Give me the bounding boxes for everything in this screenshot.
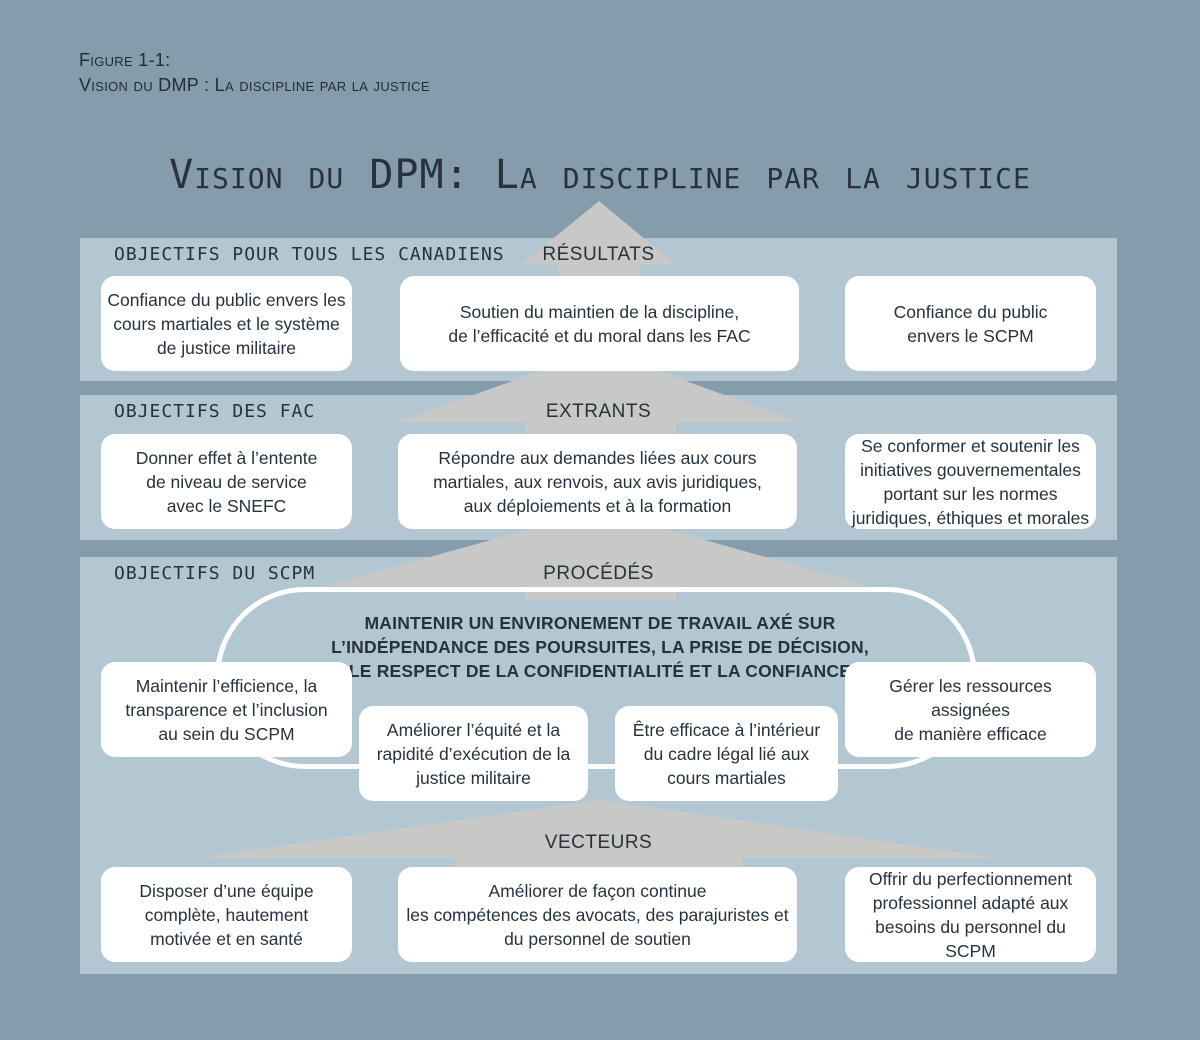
box-etre-efficace: Être efficace à l’intérieur du cadre lég… (615, 706, 838, 801)
box-repondre-demandes: Répondre aux demandes liées aux cours ma… (398, 434, 797, 529)
box-soutien-discipline: Soutien du maintien de la discipline, de… (400, 276, 799, 371)
box-disposer-equipe: Disposer d’une équipe complète, hautemen… (101, 867, 352, 962)
loop-center-text: MAINTENIR UN ENVIRONEMENT DE TRAVAIL AXÉ… (331, 613, 869, 681)
box-gerer-ressources: Gérer les ressources assignées de manièr… (845, 662, 1096, 757)
band-label-fac: OBJECTIFS DES FAC (114, 401, 316, 422)
box-offrir-perfectionnement: Offrir du perfectionnement professionnel… (845, 867, 1096, 962)
box-confiance-cours-martiales: Confiance du public envers les cours mar… (101, 276, 352, 371)
box-ameliorer-equite: Améliorer l’équité et la rapidité d’exéc… (359, 706, 588, 801)
arrow-resultats (521, 201, 676, 276)
box-maintenir-efficience: Maintenir l’efficience, la transparence … (101, 662, 352, 757)
diagram-title: Vision du DPM: La discipline par la just… (169, 152, 1031, 198)
band-label-canadiens: OBJECTIFS POUR TOUS LES CANADIENS (114, 244, 505, 265)
stage-label-extrants: EXTRANTS (545, 401, 652, 422)
stage-label-vecteurs: VECTEURS (544, 832, 653, 853)
arrow-extrants (398, 350, 800, 436)
figure-caption-title: Vision du DMP : La discipline par la jus… (79, 75, 430, 95)
box-ameliorer-competences: Améliorer de façon continue les compéten… (398, 867, 797, 962)
figure-number: Figure 1-1: (79, 50, 171, 70)
box-se-conformer: Se conformer et soutenir les initiatives… (845, 434, 1096, 529)
band-label-scpm: OBJECTIFS DU SCPM (114, 563, 316, 584)
arrow-vecteurs (198, 800, 1000, 875)
figure-caption: Figure 1-1: Vision du DMP : La disciplin… (79, 48, 430, 98)
arrow-procedes (325, 510, 868, 600)
stage-label-procedes: PROCÉDÉS (543, 563, 654, 584)
stage-label-resultats: RÉSULTATS (542, 244, 655, 265)
box-confiance-scpm: Confiance du public envers le SCPM (845, 276, 1096, 371)
box-entente-sneefc: Donner effet à l’entente de niveau de se… (101, 434, 352, 529)
